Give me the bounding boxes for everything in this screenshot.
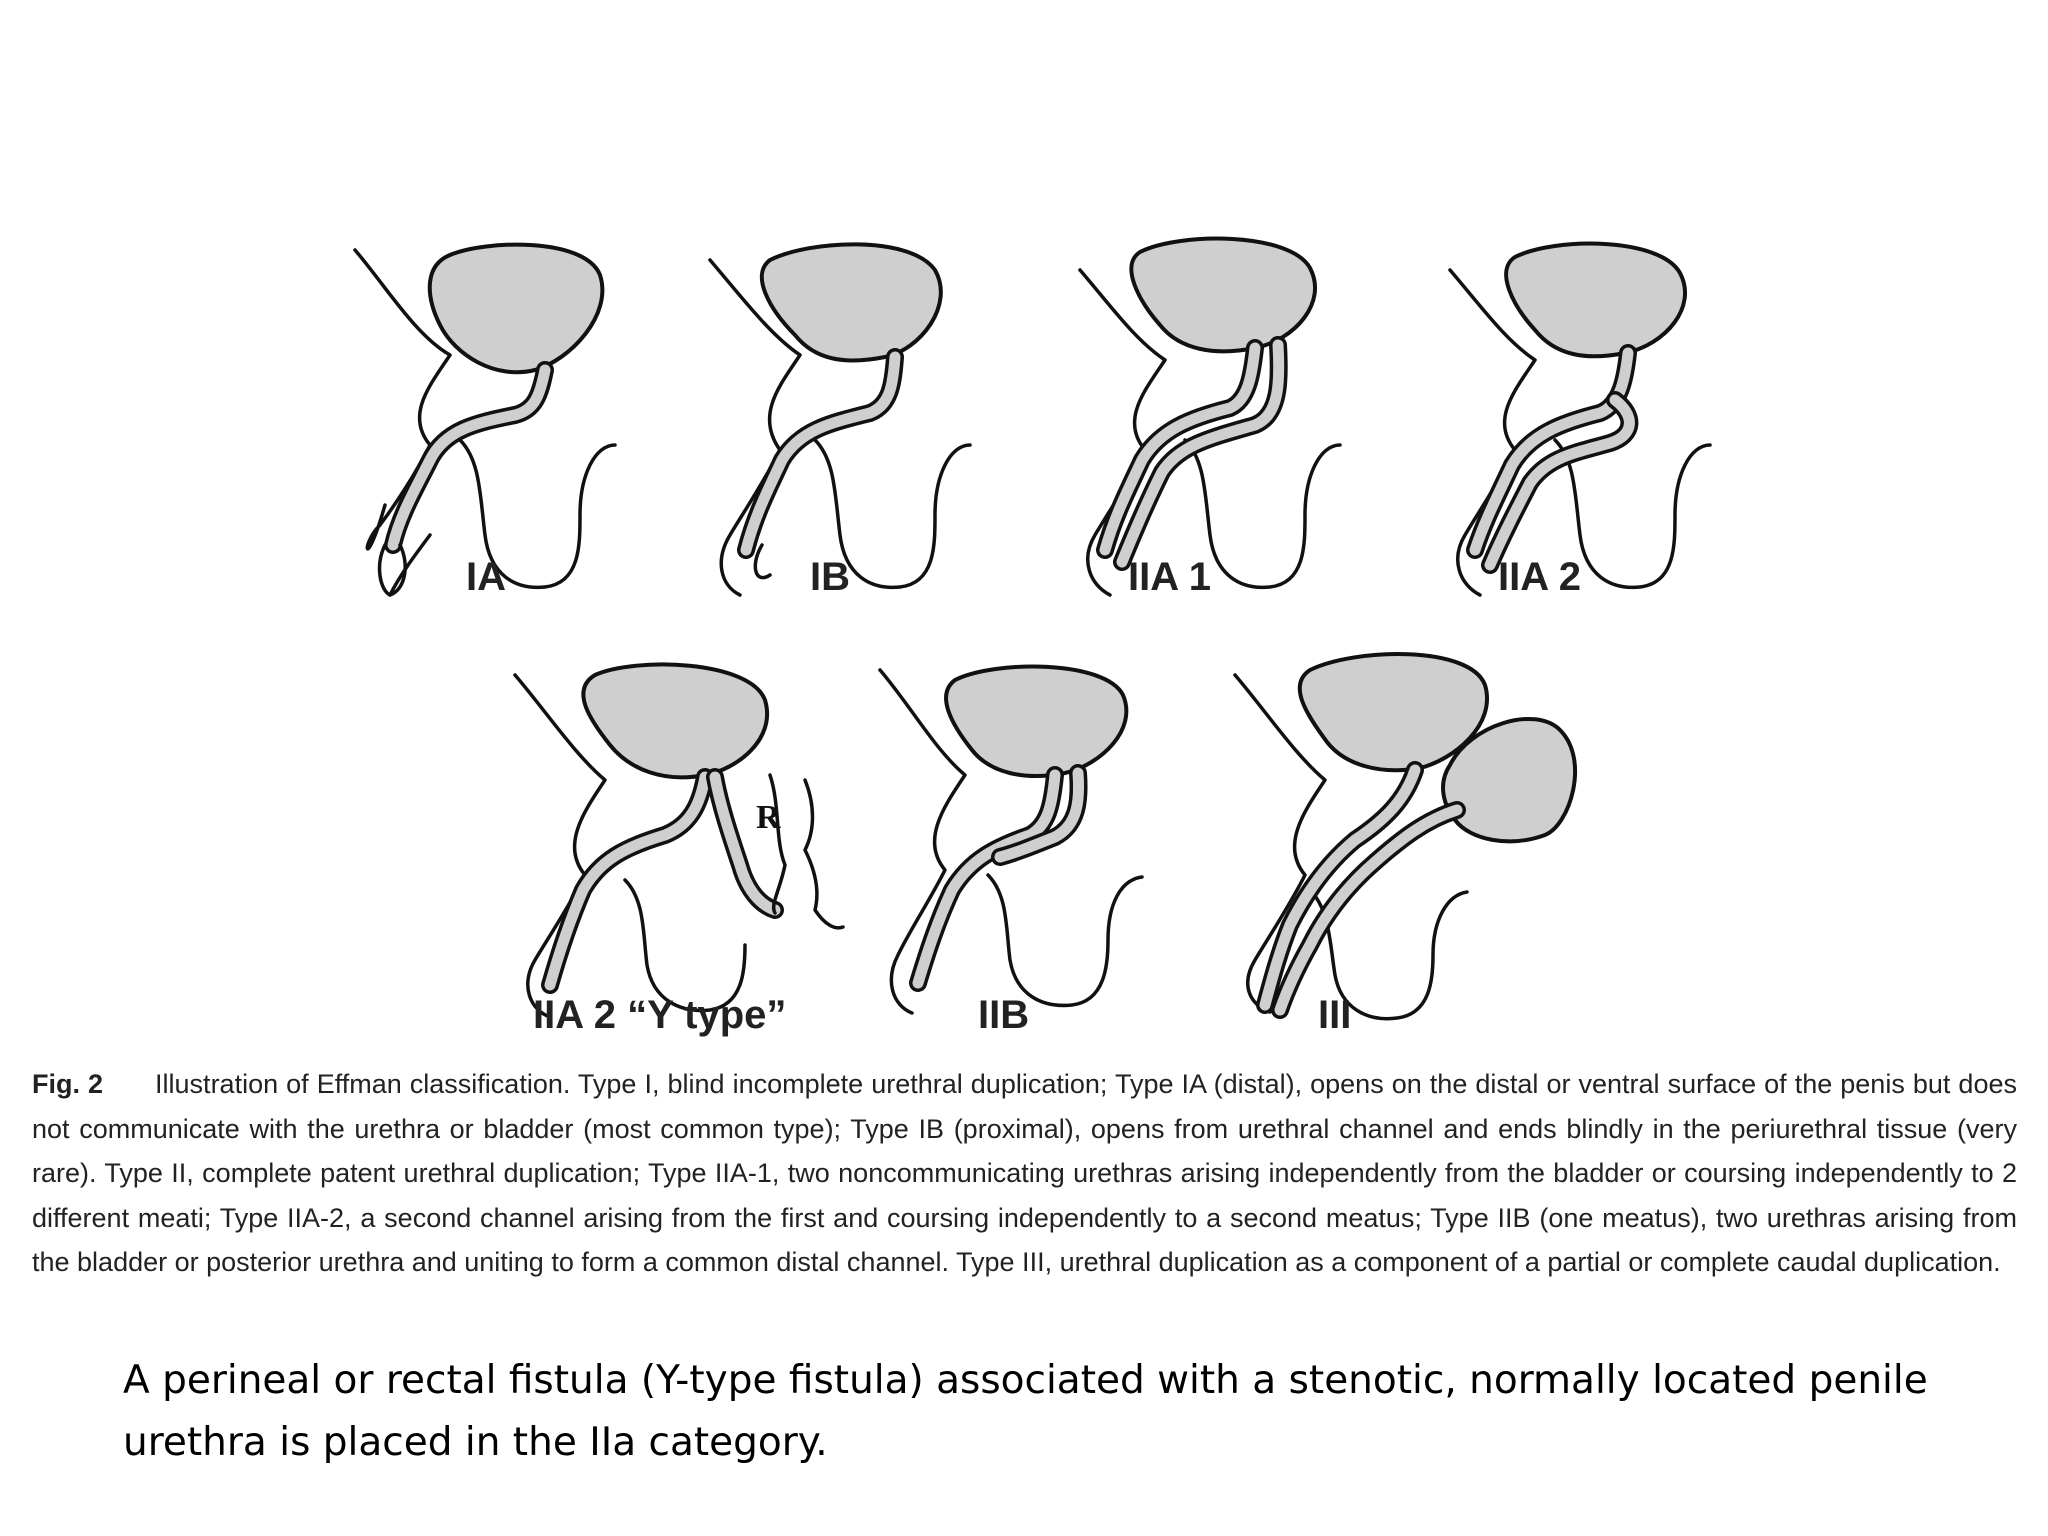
- panel-label-ib: IB: [810, 555, 850, 599]
- bladder-shape: [1297, 652, 1489, 773]
- panel-iia2-y-type: R: [513, 662, 845, 1019]
- panel-iib: [878, 664, 1144, 1015]
- body-outline: [708, 258, 802, 597]
- figure-label: Fig. 2: [32, 1069, 104, 1099]
- scrotum-outline: [1553, 438, 1712, 590]
- bladder-shape: [1129, 236, 1317, 354]
- scrotum-outline: [1308, 888, 1469, 1021]
- panel-label-iib: IIB: [978, 993, 1029, 1037]
- body-outline: [1233, 673, 1327, 1014]
- panel-label-ia: IA: [466, 555, 506, 599]
- bladder-shape: [944, 664, 1129, 778]
- panel-ib: [708, 242, 972, 597]
- panel-iia1: [1078, 236, 1342, 597]
- scrotum-outline: [458, 438, 617, 590]
- panel-iii: [1233, 652, 1577, 1021]
- panel-iia2: [1448, 241, 1712, 597]
- body-outline: [878, 668, 967, 1015]
- bladder-shape: [581, 662, 769, 780]
- bladder-shape: [1504, 241, 1687, 359]
- body-outline: [1448, 268, 1537, 597]
- scrotum-outline: [986, 873, 1144, 1008]
- meatus-outline: [377, 543, 407, 597]
- scrotum-outline: [623, 878, 747, 1013]
- panel-label-iia2-y-type: IIA 2 “Y type”: [533, 993, 786, 1037]
- body-outline: [1078, 268, 1167, 597]
- panel-label-iii: III: [1318, 993, 1351, 1037]
- blind-channel-outline: [753, 543, 772, 580]
- panel-ia: [353, 242, 617, 597]
- panel-label-iia1: IIA 1: [1128, 555, 1211, 599]
- panel-label-iia2: IIA 2: [1498, 555, 1581, 599]
- slide-note: A perineal or rectal fistula (Y-type fis…: [123, 1358, 1928, 1465]
- scrotum-outline: [813, 438, 972, 590]
- bladder-shape: [427, 242, 605, 375]
- bladder-shape: [759, 242, 943, 363]
- scrotum-outline: [1183, 438, 1342, 590]
- body-outline: [513, 673, 607, 1019]
- urethra-channel: [737, 348, 904, 559]
- urethra-channel: [384, 361, 554, 554]
- rectum-letter: R: [756, 799, 781, 836]
- caption-text: Illustration of Effman classification. T…: [32, 1069, 2017, 1277]
- rectum-outline: [768, 773, 845, 930]
